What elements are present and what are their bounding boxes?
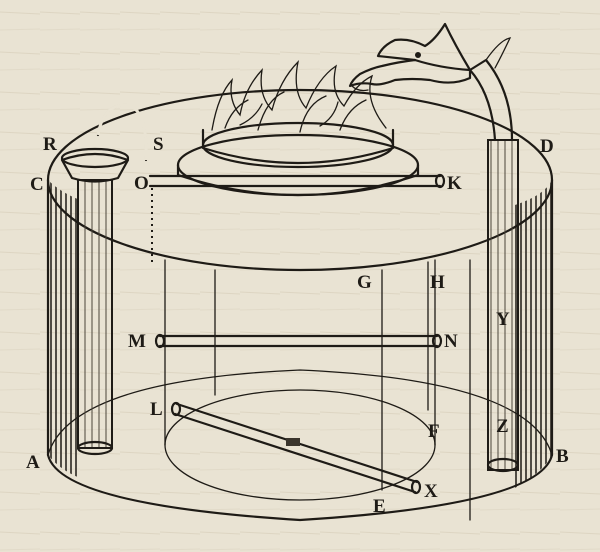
label-g: G: [357, 272, 372, 293]
label-s: S: [153, 134, 164, 155]
label-z: Z: [496, 416, 509, 437]
dragon-head-pipe: [348, 22, 520, 473]
label-r: R: [43, 134, 57, 155]
brazier: [148, 121, 446, 197]
pipe-l-x: [170, 401, 422, 495]
label-y: Y: [496, 309, 510, 330]
flame-icon: [211, 60, 387, 133]
label-c: C: [30, 174, 44, 195]
label-l: L: [150, 399, 163, 420]
label-d: D: [540, 136, 554, 157]
label-e: E: [373, 496, 386, 517]
label-f: F: [428, 421, 440, 442]
label-b: B: [556, 446, 569, 467]
cylinder-vessel: [46, 88, 554, 522]
dragon-head-icon: [348, 58, 472, 88]
label-n: N: [444, 331, 458, 352]
label-k: K: [447, 173, 462, 194]
label-h: H: [430, 272, 445, 293]
label-m: M: [128, 331, 146, 352]
funnel-tube-left: [60, 103, 148, 456]
diagram-labels: R S C O K D G H Y M N L F Z A B E X: [26, 134, 569, 517]
label-o: O: [134, 173, 149, 194]
label-a: A: [26, 452, 40, 473]
label-x: X: [424, 481, 438, 502]
pipe-m-n: [154, 333, 443, 349]
